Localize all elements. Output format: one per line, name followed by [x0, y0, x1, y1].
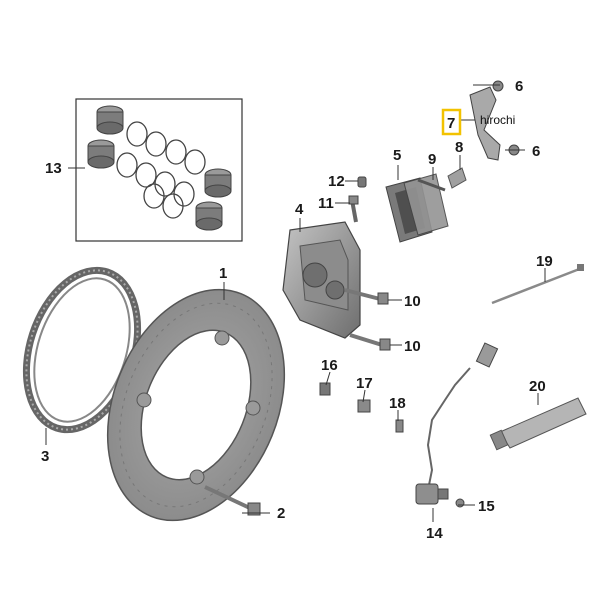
kit-frame [75, 98, 243, 242]
seal-rings [116, 121, 206, 219]
callout-7[interactable]: 7 [447, 115, 455, 132]
brake-pads [385, 173, 449, 243]
screw-18 [395, 419, 404, 433]
callout-8[interactable]: 8 [455, 139, 463, 156]
callout-13[interactable]: 13 [45, 160, 62, 177]
callout-5[interactable]: 5 [393, 147, 401, 164]
callout-2[interactable]: 2 [277, 505, 285, 522]
callout-9[interactable]: 9 [428, 151, 436, 168]
sensor-screw [455, 498, 465, 508]
callout-10-upper[interactable]: 10 [404, 293, 421, 310]
callout-20[interactable]: 20 [529, 378, 546, 395]
clip-16 [319, 382, 331, 396]
clip-17 [357, 399, 371, 413]
callout-6-bottom[interactable]: 6 [532, 143, 540, 160]
abs-sensor [415, 342, 499, 505]
disc-bolt [204, 485, 261, 516]
bleed-cap [357, 176, 367, 188]
leader-lines [45, 84, 546, 522]
callout-19[interactable]: 19 [536, 253, 553, 270]
bleed-valve [348, 195, 359, 223]
callout-1[interactable]: 1 [219, 265, 227, 282]
callout-12[interactable]: 12 [328, 173, 345, 190]
piston-icon [96, 105, 124, 135]
callout-15[interactable]: 15 [478, 498, 495, 515]
callout-11[interactable]: 11 [318, 195, 334, 212]
pad-pin [417, 178, 446, 192]
pad-spring [447, 167, 467, 189]
brake-line-bracket [469, 86, 501, 161]
highlight-box [441, 108, 462, 136]
callout-4[interactable]: 4 [295, 201, 304, 218]
brake-disc [106, 288, 286, 522]
caliper-bolt [349, 333, 391, 351]
callout-17[interactable]: 17 [356, 375, 373, 392]
cable-tie [491, 264, 584, 305]
callout-3[interactable]: 3 [41, 448, 49, 465]
piston-icon [87, 139, 115, 169]
piston-icon [195, 201, 223, 231]
watermark-text: hirochi [480, 113, 515, 127]
caliper-bolt [344, 288, 389, 305]
brake-caliper [282, 221, 361, 339]
piston-seal-kit [75, 98, 243, 242]
bracket-screw [492, 80, 504, 92]
grease-tube [489, 397, 587, 451]
callout-10-lower[interactable]: 10 [404, 338, 421, 355]
callout-6-top[interactable]: 6 [515, 78, 523, 95]
callout-16[interactable]: 16 [321, 357, 338, 374]
callout-14[interactable]: 14 [426, 525, 443, 542]
callout-18[interactable]: 18 [389, 395, 406, 412]
piston-icon [204, 168, 232, 198]
